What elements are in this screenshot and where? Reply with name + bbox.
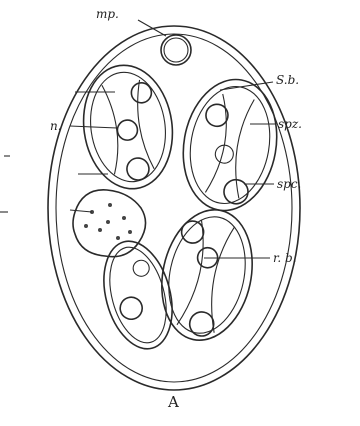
label-residual-body: r. b. [273, 252, 297, 264]
residual-body [73, 190, 146, 257]
label-nucleus: n. [50, 120, 62, 132]
label-sporozoite: spz. [278, 118, 302, 130]
sporocyst-bottom-right [150, 201, 264, 348]
sporocyst-top-right [173, 72, 287, 218]
label-sporocyst-wall: S.b. [276, 74, 299, 86]
oocyst-wall [48, 26, 300, 390]
label-sporocyst: spc. [277, 178, 301, 190]
label-micropyle: mp. [96, 8, 119, 20]
micropyle [161, 35, 191, 65]
margin-marks [0, 156, 10, 212]
figure-caption: A [168, 396, 179, 408]
